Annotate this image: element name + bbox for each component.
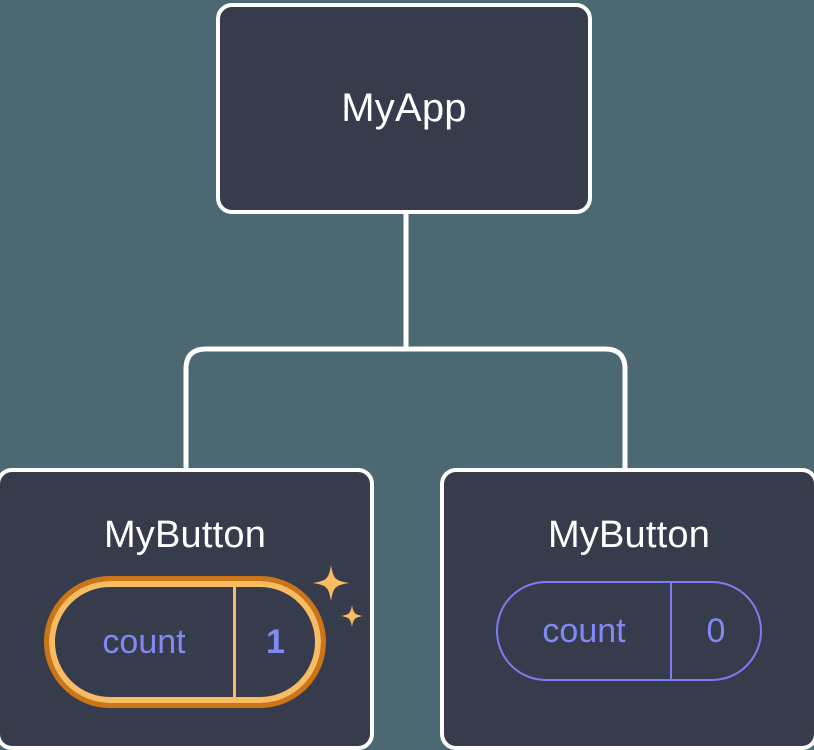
sparkle-small-icon <box>341 605 363 627</box>
node-mybutton-right[interactable]: MyButton count 0 <box>440 468 814 750</box>
component-tree-diagram: MyApp MyButton count 1 MyButton <box>0 3 814 750</box>
node-myapp-label: MyApp <box>341 86 467 130</box>
state-key-left: count <box>55 587 236 697</box>
state-pill-left-wrapper: count 1 <box>44 565 363 708</box>
node-mybutton-left[interactable]: MyButton count 1 <box>0 468 374 750</box>
node-mybutton-left-content: MyButton count 1 <box>0 472 370 746</box>
node-mybutton-right-label: MyButton <box>547 514 711 556</box>
connector-branch-left <box>183 346 406 472</box>
connector-branch-right <box>406 346 628 472</box>
state-key-right: count <box>498 583 672 679</box>
sparkle-large-icon <box>313 565 349 601</box>
node-mybutton-left-label: MyButton <box>103 514 267 556</box>
state-pill-right-wrapper: count 0 <box>496 581 762 681</box>
state-value-left: 1 <box>266 622 285 661</box>
node-myapp[interactable]: MyApp <box>216 3 592 214</box>
state-value-right: 0 <box>706 611 726 650</box>
node-mybutton-right-content: MyButton count 0 <box>444 472 814 746</box>
state-pill-right[interactable]: count 0 <box>496 581 762 681</box>
state-pill-left[interactable]: count 1 <box>44 576 326 708</box>
